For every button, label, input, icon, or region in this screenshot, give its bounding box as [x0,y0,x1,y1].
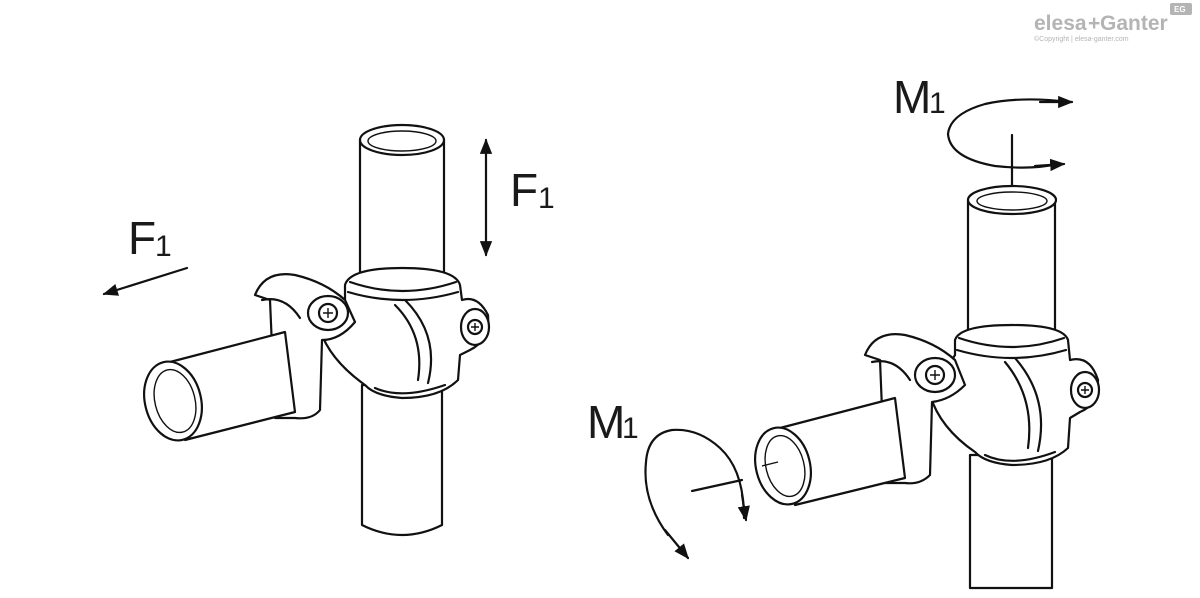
brand-badge-box [1170,3,1192,15]
vertical-tube-lower-left [360,383,444,537]
clamp-assembly-left [143,123,491,537]
moment-label-top-sub: 1 [929,87,946,120]
brand-name-part2: Ganter [1100,12,1168,35]
force-arrow-horizontal-line [102,266,189,296]
moment-arc-left [644,428,746,537]
vertical-tube-upper-left [358,138,446,287]
force-label-vertical: F [510,164,538,216]
moment-label-top: M [893,71,931,123]
moment-axis-line-left [690,478,744,493]
brand-name-part1: elesa [1034,12,1087,35]
force-label-vertical-sub: 1 [538,182,555,215]
brand-badge: EG [1174,5,1186,14]
moment-arc-top [946,98,1072,169]
moment-arrow-horizontal-axis: M 1 [587,396,750,560]
clamp-assembly-right [754,184,1101,590]
moment-label-left-sub: 1 [622,412,639,445]
brand-logo: elesa + Ganter EG ©Copyright | elesa-gan… [1034,3,1192,43]
force-arrow-vertical: F 1 [479,138,555,257]
brand-plus: + [1088,12,1100,35]
moment-label-left: M [587,396,625,448]
force-label-horizontal: F [128,212,156,264]
moment-arrow-vertical-axis: M 1 [893,71,1074,187]
force-arrow-horizontal: F 1 [102,212,189,296]
vertical-tube-upper-right [966,198,1057,342]
brand-copyright: ©Copyright | elesa-ganter.com [1034,35,1129,43]
force-label-horizontal-sub: 1 [155,230,172,263]
vertical-tube-lower-right [968,453,1054,590]
